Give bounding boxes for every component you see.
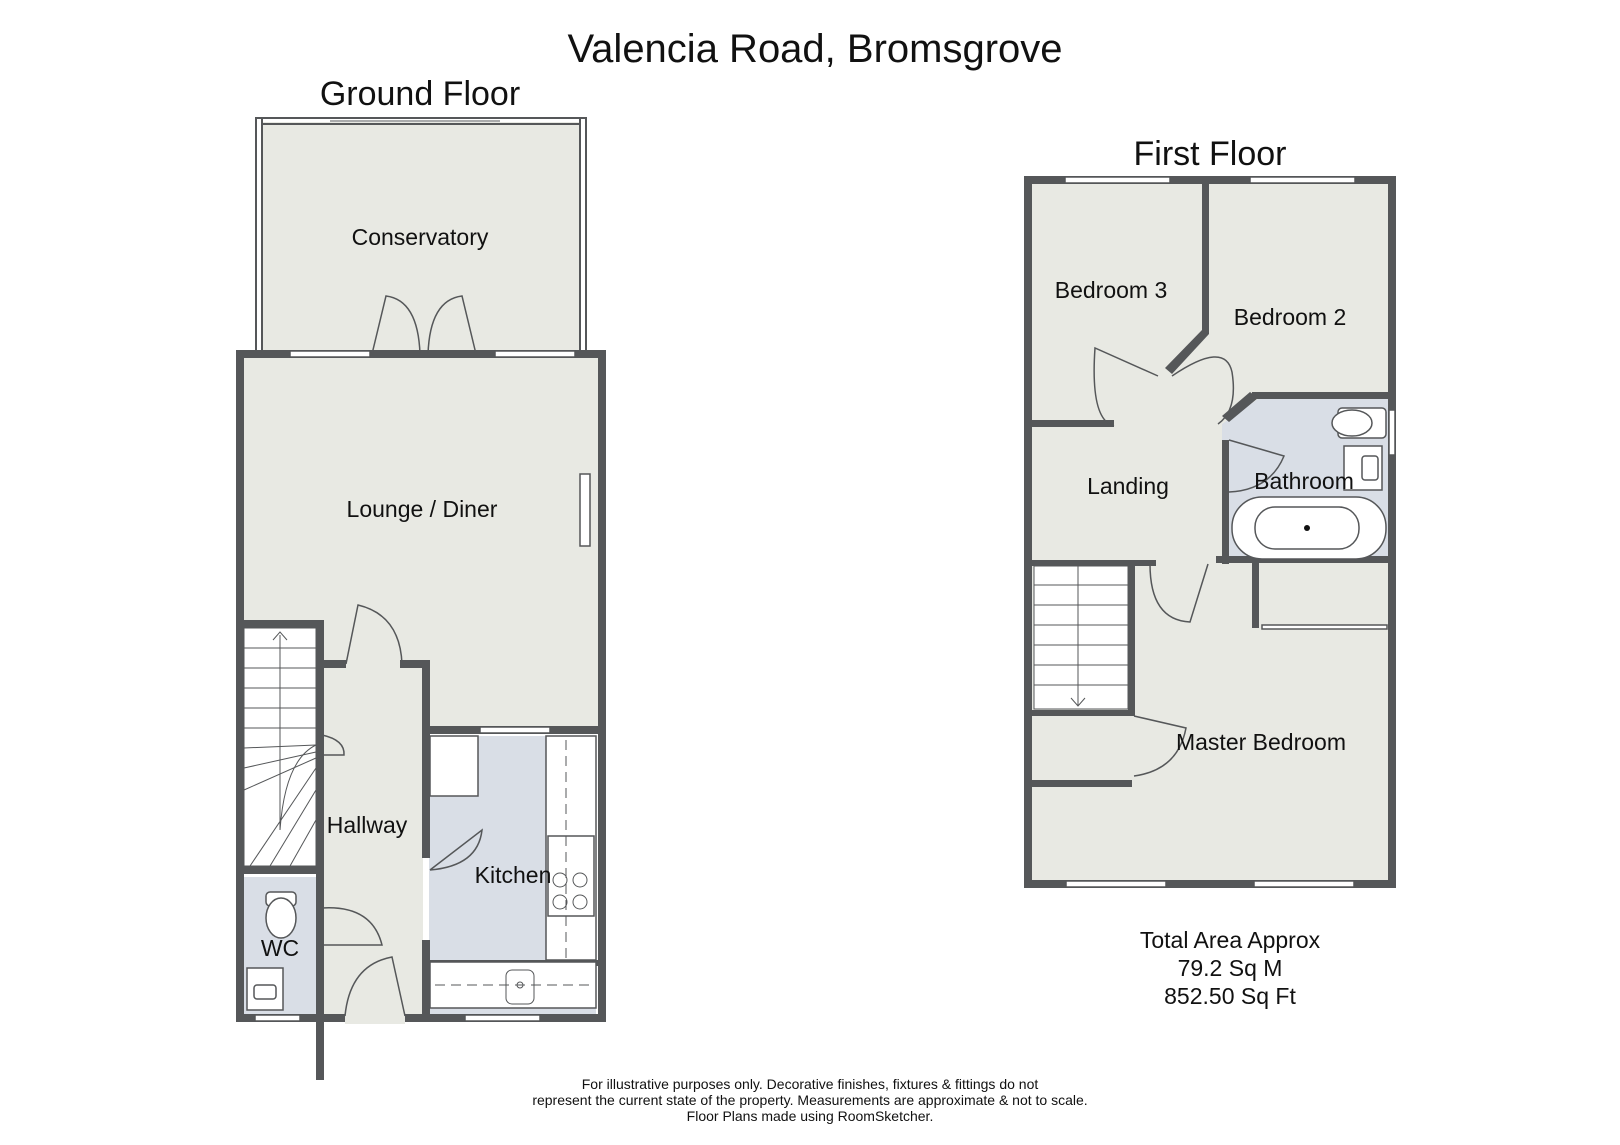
- disclaimer-line-1: For illustrative purposes only. Decorati…: [581, 1076, 1039, 1092]
- plan-title: Valencia Road, Bromsgrove: [567, 27, 1062, 71]
- first-floor-plan: Bedroom 3 Bedroom 2 Landing Bathroom Mas…: [1024, 176, 1396, 888]
- total-area: Total Area Approx 79.2 Sq M 852.50 Sq Ft: [1080, 926, 1380, 1010]
- first-floor-label: First Floor: [1134, 135, 1287, 173]
- ground-floor-plan: Conservatory Lounge / Diner Hallway Kitc…: [236, 117, 606, 1080]
- wc-label: WC: [261, 935, 299, 961]
- disclaimer-line-3: Floor Plans made using RoomSketcher.: [686, 1108, 934, 1124]
- total-area-label: Total Area Approx: [1139, 927, 1321, 953]
- disclaimer-line-2: represent the current state of the prope…: [532, 1092, 1088, 1108]
- ground-floor-label: Ground Floor: [320, 75, 520, 113]
- total-area-sq-ft: 852.50 Sq Ft: [1164, 983, 1296, 1009]
- bathroom-label: Bathroom: [1254, 468, 1354, 494]
- total-area-sq-m: 79.2 Sq M: [1177, 955, 1283, 981]
- hallway-floor: [318, 665, 423, 1020]
- bedroom-2-label: Bedroom 2: [1234, 304, 1347, 330]
- conservatory-floor: [262, 122, 581, 356]
- bedroom-3-label: Bedroom 3: [1055, 277, 1168, 303]
- lounge-diner-label: Lounge / Diner: [347, 496, 498, 522]
- master-bedroom-label: Master Bedroom: [1176, 729, 1346, 755]
- conservatory-label: Conservatory: [352, 224, 489, 250]
- hallway-label: Hallway: [327, 812, 408, 838]
- disclaimer: For illustrative purposes only. Decorati…: [410, 1076, 1210, 1124]
- kitchen-label: Kitchen: [475, 862, 552, 888]
- landing-label: Landing: [1087, 473, 1169, 499]
